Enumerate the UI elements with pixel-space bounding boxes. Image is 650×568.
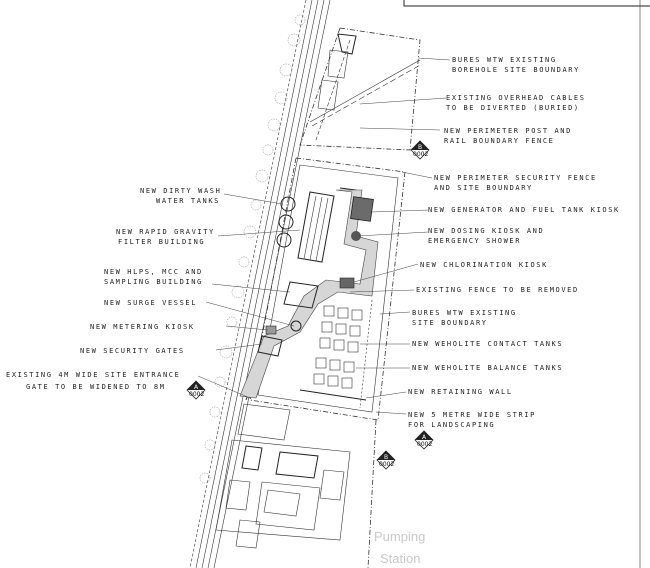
label-surge-vessel: NEW SURGE VESSEL	[104, 299, 197, 307]
section-letter: B	[418, 144, 422, 151]
label-overhead-cables-1: EXISTING OVERHEAD CABLES	[446, 94, 586, 102]
section-sheet: 0002	[417, 441, 432, 448]
railway-corridor	[189, 0, 331, 568]
balance-tanks	[313, 357, 355, 389]
section-marker-a-right: A 0002	[414, 430, 434, 450]
dirty-wash-tank	[278, 214, 294, 230]
watermark-line-2: Station	[380, 551, 420, 566]
section-sheet: 0002	[189, 391, 204, 398]
label-security-fence-2: AND SITE BOUNDARY	[434, 184, 533, 192]
label-overhead-cables-2: TO BE DIVERTED (BURIED)	[446, 104, 580, 112]
title-block-corner	[403, 0, 650, 568]
label-hlps-1: NEW HLPS, MCC AND	[104, 268, 203, 276]
overhead-cables	[309, 59, 423, 127]
dosing-kiosk	[351, 231, 361, 241]
dirty-wash-tank	[276, 232, 292, 248]
existing-works	[215, 403, 377, 568]
label-generator-kiosk: NEW GENERATOR AND FUEL TANK KIOSK	[428, 206, 620, 214]
contact-tanks	[319, 305, 363, 353]
label-balance-tanks: NEW WEHOLITE BALANCE TANKS	[412, 364, 563, 372]
label-metering-kiosk: NEW METERING KIOSK	[90, 323, 195, 331]
label-dirty-wash-2: WATER TANKS	[156, 197, 220, 205]
section-letter: B	[384, 454, 388, 461]
label-post-rail-fence-2: RAIL BOUNDARY FENCE	[444, 137, 554, 145]
section-marker-a-left: A 0002	[186, 380, 206, 400]
leader-lines-right	[349, 57, 451, 415]
annotations-left: NEW DIRTY WASH WATER TANKS NEW RAPID GRA…	[6, 187, 221, 391]
label-dosing-kiosk-1: NEW DOSING KIOSK AND	[428, 227, 544, 235]
label-hlps-2: SAMPLING BUILDING	[104, 278, 203, 286]
section-letter: A	[422, 434, 427, 441]
section-marker-b-bottom: B 0002	[376, 450, 396, 470]
label-fence-removed: EXISTING FENCE TO BE REMOVED	[416, 286, 579, 294]
label-entrance-2: GATE TO BE WIDENED TO 8M	[26, 383, 166, 391]
section-sheet: 0002	[413, 151, 428, 158]
label-retaining-wall: NEW RETAINING WALL	[408, 388, 513, 396]
label-site-boundary-2: SITE BOUNDARY	[412, 319, 488, 327]
label-landscaping-2: FOR LANDSCAPING	[408, 421, 495, 429]
annotations-right: BURES WTW EXISTING BOREHOLE SITE BOUNDAR…	[408, 56, 620, 429]
label-rgf-building-2: FILTER BUILDING	[118, 238, 205, 246]
section-letter: A	[194, 384, 199, 391]
wtw-site	[239, 157, 406, 421]
label-contact-tanks: NEW WEHOLITE CONTACT TANKS	[412, 340, 563, 348]
tree-line	[199, 14, 306, 484]
label-security-gates: NEW SECURITY GATES	[80, 347, 185, 355]
leader-lines-left	[197, 193, 301, 399]
generator-kiosk	[350, 196, 374, 222]
label-chlorination-kiosk: NEW CHLORINATION KIOSK	[420, 261, 548, 269]
label-rgf-building-1: NEW RAPID GRAVITY	[116, 228, 215, 236]
label-dirty-wash-1: NEW DIRTY WASH	[140, 187, 221, 195]
label-dosing-kiosk-2: EMERGENCY SHOWER	[428, 237, 521, 245]
label-entrance-1: EXISTING 4M WIDE SITE ENTRANCE	[6, 371, 180, 379]
label-borehole-boundary-1: BURES WTW EXISTING	[452, 56, 557, 64]
borehole-site	[299, 27, 421, 151]
label-site-boundary-1: BURES WTW EXISTING	[412, 309, 517, 317]
label-borehole-boundary-2: BOREHOLE SITE BOUNDARY	[452, 66, 580, 74]
label-landscaping-1: NEW 5 METRE WIDE STRIP	[408, 411, 536, 419]
label-security-fence-1: NEW PERIMETER SECURITY FENCE	[434, 174, 597, 182]
section-sheet: 0002	[379, 461, 394, 468]
section-marker-b-top: B 0002	[410, 140, 430, 160]
chlorination-kiosk	[339, 277, 355, 289]
pumping-station-watermark: Pumping Station	[374, 529, 425, 566]
watermark-line-1: Pumping	[374, 529, 425, 544]
label-post-rail-fence-1: NEW PERIMETER POST AND	[444, 127, 572, 135]
